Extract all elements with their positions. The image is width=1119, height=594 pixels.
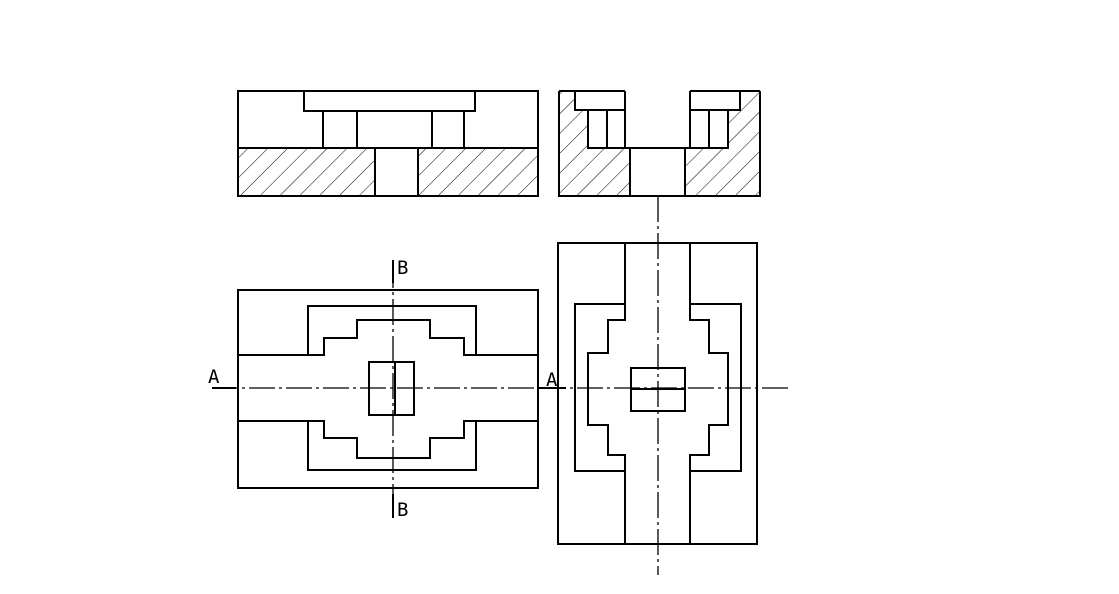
outer-outline <box>558 91 761 197</box>
hatched-region-right <box>418 148 538 196</box>
stepped-cavity-right <box>689 304 729 471</box>
cavity-profile <box>303 91 324 148</box>
channel-right <box>689 243 742 544</box>
label-a-right: A <box>546 369 558 391</box>
channel-lower <box>238 420 538 471</box>
hatched-region-left <box>238 148 375 196</box>
plan-view-left <box>237 289 539 489</box>
label-b-top: B <box>397 257 408 279</box>
stepped-cavity-left <box>587 304 626 471</box>
outer-outline <box>237 90 539 197</box>
pocket-left <box>574 91 625 111</box>
cavity-profile-right <box>463 91 476 148</box>
section-view-a-a <box>558 90 761 197</box>
label-b-bottom: B <box>397 499 408 521</box>
hatched-region-left <box>559 91 630 196</box>
section-view-b-b <box>237 90 539 197</box>
stepped-cavity-bottom <box>308 420 476 459</box>
cutting-plane-markers <box>212 260 566 518</box>
channel-left <box>574 243 626 544</box>
channel-upper <box>238 305 538 356</box>
pocket-right <box>690 91 741 111</box>
step-right <box>685 110 729 149</box>
label-a-left: A <box>208 366 220 388</box>
center-lines <box>212 196 790 575</box>
hatched-region-right <box>685 91 760 196</box>
step-left <box>587 110 630 149</box>
stepped-cavity-top <box>308 319 476 356</box>
